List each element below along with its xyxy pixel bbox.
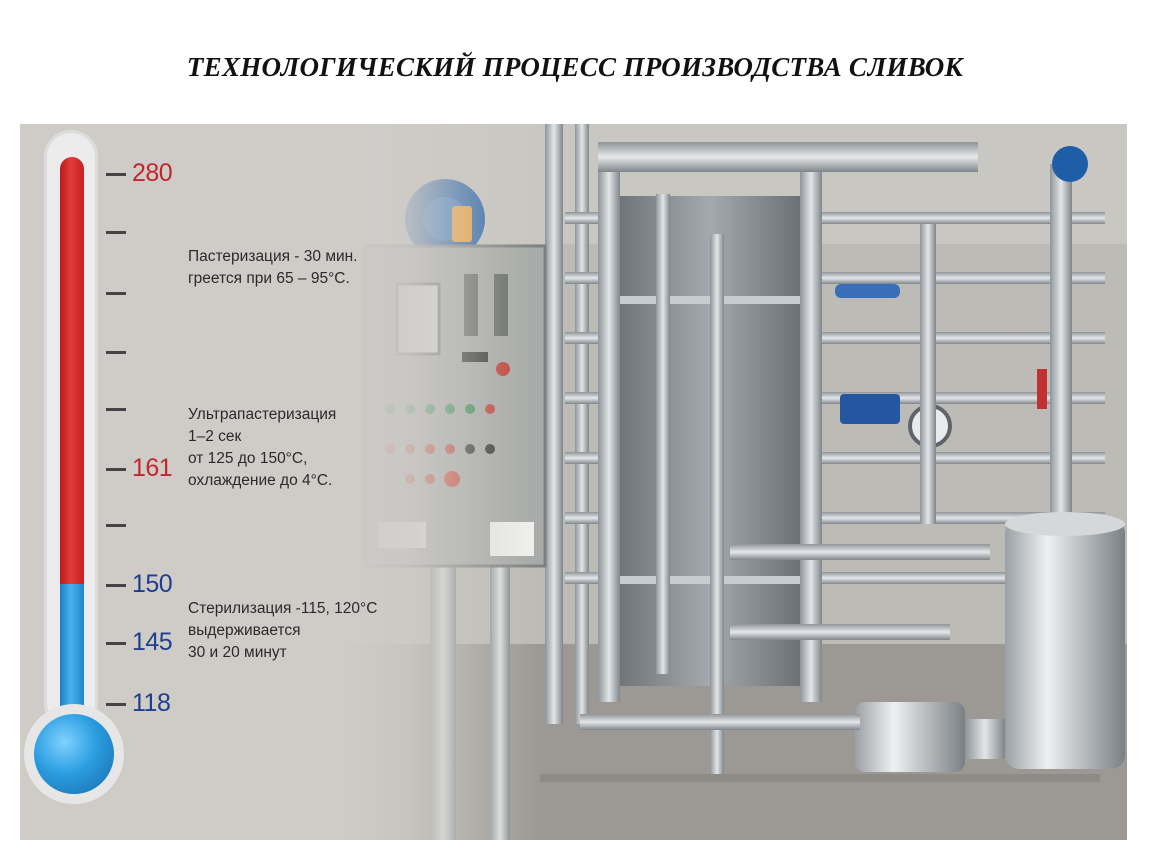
scale-label-150: 150	[132, 570, 173, 598]
thermometer-bulb	[34, 714, 114, 794]
sterilization-line-1: Стерилизация -115, 120°С	[188, 600, 378, 617]
scale-tick	[106, 468, 126, 471]
scale-tick	[106, 292, 126, 295]
sterilization-line-2: выдерживается	[188, 622, 301, 639]
scale-label-161: 161	[132, 454, 173, 482]
ultrapasteurization-line-2: 1–2 сек	[188, 428, 242, 445]
scale-tick	[106, 231, 126, 234]
pasteurization-line-1: Пастеризация - 30 мин.	[188, 248, 358, 265]
sterilization-note: Стерилизация -115, 120°С выдерживается 3…	[188, 598, 377, 664]
ultrapasteurization-line-1: Ультрапастеризация	[188, 406, 337, 423]
sterilization-line-3: 30 и 20 минут	[188, 644, 287, 661]
scale-tick	[106, 642, 126, 645]
scale-tick	[106, 584, 126, 587]
scale-label-118: 118	[132, 689, 171, 717]
scale-tick	[106, 408, 126, 411]
scale-tick	[106, 173, 126, 176]
pasteurization-line-2: греется при 65 – 95°С.	[188, 270, 350, 287]
pasteurization-note: Пастеризация - 30 мин. греется при 65 – …	[188, 246, 358, 290]
scale-tick	[106, 351, 126, 354]
thermometer-hot-column	[60, 157, 84, 584]
scale-label-280: 280	[132, 159, 173, 187]
process-banner: 280 161 150 145 118 Пастеризация - 30 ми…	[20, 124, 1127, 840]
scale-tick	[106, 703, 126, 706]
scale-label-145: 145	[132, 628, 173, 656]
scale-tick	[106, 524, 126, 527]
ultrapasteurization-line-3: от 125 до 150°С,	[188, 450, 308, 467]
page-title: ТЕХНОЛОГИЧЕСКИЙ ПРОЦЕСС ПРОИЗВОДСТВА СЛИ…	[186, 52, 964, 82]
ultrapasteurization-line-4: охлаждение до 4°С.	[188, 472, 333, 489]
ultrapasteurization-note: Ультрапастеризация 1–2 сек от 125 до 150…	[188, 404, 336, 492]
